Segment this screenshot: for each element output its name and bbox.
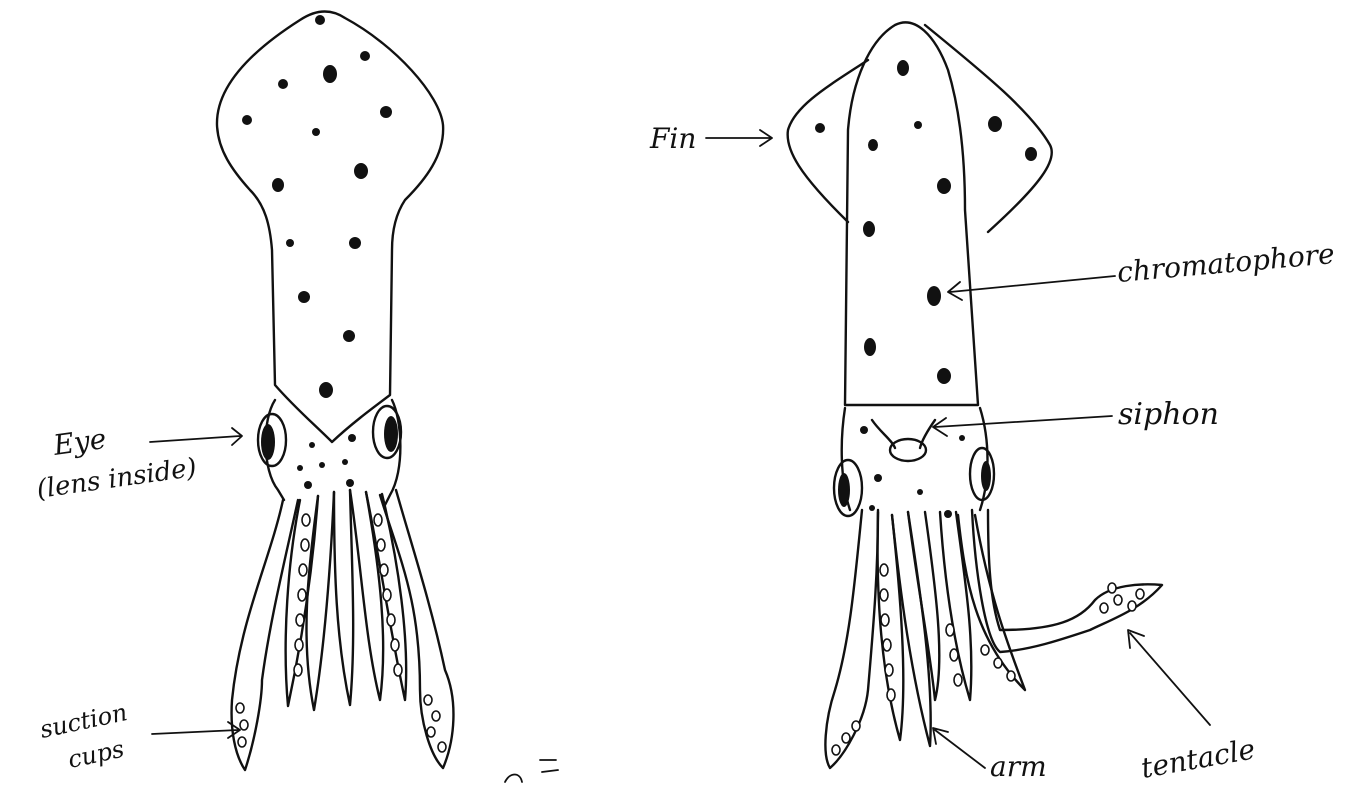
left-arm-3 <box>334 490 353 705</box>
arm-label: arm <box>990 750 1047 783</box>
right-arm-1 <box>825 510 878 768</box>
arm-arrow <box>933 728 985 768</box>
left-arm-2 <box>306 492 334 710</box>
right-eye-right-pupil <box>981 461 991 491</box>
left-eye-right-pupil <box>384 416 398 452</box>
right-eye-left-pupil <box>838 473 850 507</box>
chromatophore-label: chromatophore <box>1116 237 1336 289</box>
right-tentacle <box>972 510 1162 652</box>
left-squid <box>217 11 453 770</box>
eye-label: Eye <box>50 422 108 462</box>
left-eye-left-pupil <box>261 424 275 460</box>
right-arm-5 <box>940 512 971 700</box>
right-squid <box>788 22 1162 768</box>
left-head <box>266 400 401 505</box>
tentacle-label: tentacle <box>1138 732 1257 784</box>
right-siphon <box>872 420 935 448</box>
stray-mark <box>505 760 558 782</box>
eye-arrow <box>150 428 242 445</box>
right-head <box>842 408 988 510</box>
right-fin-right <box>925 25 1052 232</box>
chromatophore-arrow <box>948 276 1115 300</box>
tentacle-arrow <box>1128 630 1210 725</box>
fin-label: Fin <box>649 122 696 155</box>
siphon-arrow <box>933 416 1112 436</box>
siphon-label: siphon <box>1118 397 1219 432</box>
right-arm-2 <box>878 512 904 740</box>
suction-cups-arrow <box>152 722 240 738</box>
right-siphon-opening <box>890 439 926 461</box>
labels: Eye (lens inside) suction cups Fin chrom… <box>35 122 1336 785</box>
cups-label: cups <box>65 735 126 774</box>
fin-arrow <box>706 130 772 146</box>
